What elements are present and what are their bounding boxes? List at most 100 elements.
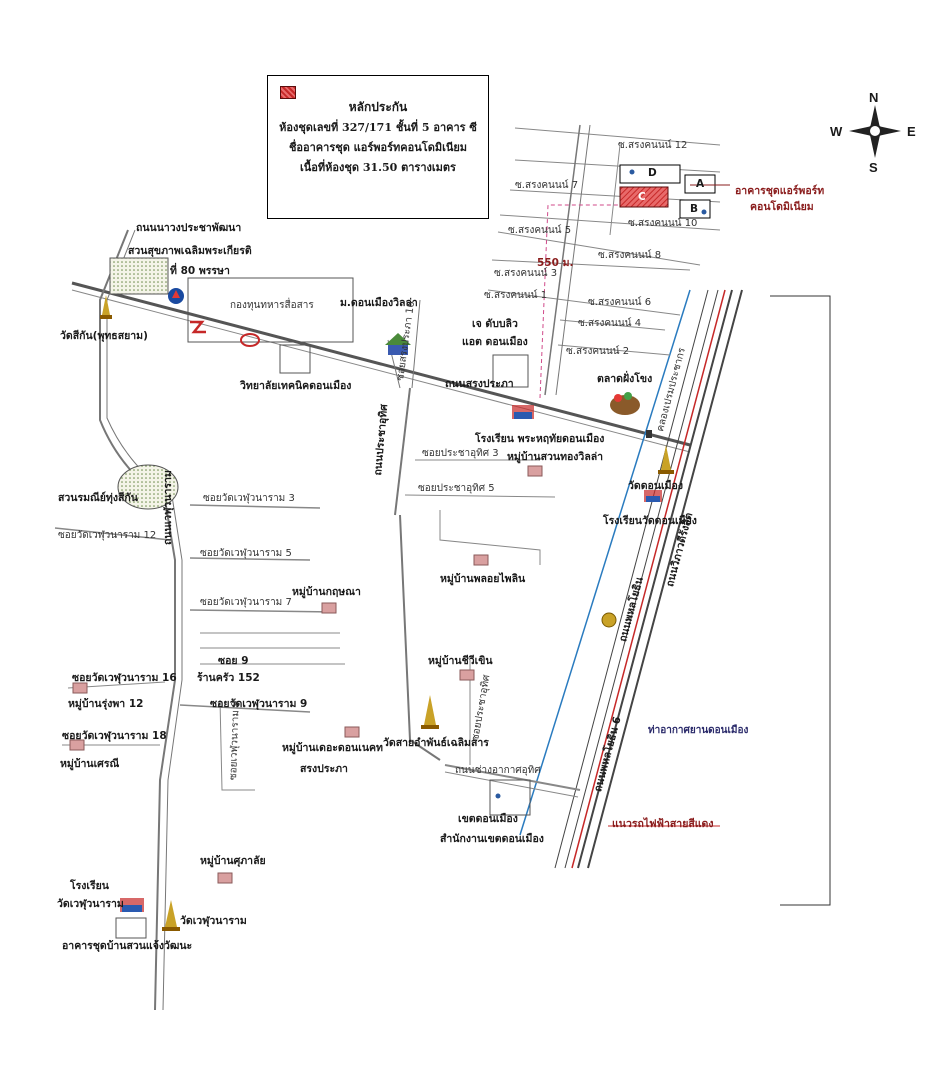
- condo-name-2: คอนโดมิเนียม: [750, 201, 814, 213]
- road-nawa-pracha: ถนนนาวงประชาพัฒนา: [136, 222, 242, 234]
- soi-wat-3: ซอยวัดเวฬุวนาราม 3: [203, 493, 295, 504]
- legend-title: หลักประกัน: [348, 100, 408, 114]
- moo-kritsana: หมู่บ้านกฤษณา: [292, 586, 361, 598]
- tech-college: วิทยาลัยเทคนิคดอนเมือง: [240, 380, 352, 392]
- khet: เขตดอนเมือง: [458, 813, 518, 825]
- village-icon: [72, 682, 88, 694]
- m-donmueang-villa: ม.ดอนเมืองวิลล่า: [340, 297, 418, 309]
- temple-icon: [162, 900, 180, 931]
- soi-wat-18: ซอยวัดเวฬุวนาราม 18: [62, 730, 167, 742]
- soi-10: ซ.สรงคนนน์ 10: [628, 218, 698, 229]
- compass-east: E: [907, 124, 916, 139]
- soi-4: ซ.สรงคนนน์ 4: [578, 318, 642, 329]
- legend-line-2: ชื่ออาคารชุด แอร์พอร์ทคอนโดมิเนียม: [288, 141, 468, 154]
- legend-box: หลักประกัน ห้องชุดเลขที่ 327/171 ชั้นที่…: [267, 75, 489, 219]
- soi-7: ซ.สรงคนนน์ 7: [515, 180, 579, 191]
- moo-chiwin: หมู่บ้านชีวีเขิน: [428, 655, 493, 667]
- road-pracha-uthit: [394, 387, 411, 516]
- market-icon: [610, 392, 640, 415]
- soi-pracha-5: ซอยประชาอุทิศ 5: [418, 483, 495, 494]
- red-rail-line: [571, 289, 726, 869]
- talad: ตลาดฝั่งโขง: [597, 373, 653, 385]
- soi-12: ซ.สรงคนนน์ 12: [618, 140, 688, 151]
- distance-label: 550 ม.: [537, 257, 574, 269]
- wat-welu: วัดเวฬุวนาราม: [180, 915, 247, 927]
- soi-wat-16: ซอยวัดเวฬุวนาราม 16: [72, 672, 177, 684]
- temple-icon: [100, 295, 112, 319]
- legend-line-1: ห้องชุดเลขที่ 327/171 ชั้นที่ 5 อาคาร ซี: [279, 121, 477, 134]
- wat-sai-amphan: วัดสายอำพันธ์เฉลิมสาร: [383, 737, 489, 749]
- road-west-curve: [99, 229, 176, 1011]
- canal-line: [519, 289, 691, 836]
- village-icon: [217, 872, 233, 884]
- airport-boundary: [770, 295, 831, 906]
- building-b: B: [690, 203, 699, 215]
- moo-pholoyphin: หมู่บ้านพลอยไพลิน: [440, 573, 526, 585]
- jj-town: เจ ดับบลิว: [472, 318, 518, 330]
- soi-1: ซ.สรงคนนน์ 1: [484, 290, 548, 301]
- school-icon: [512, 405, 534, 419]
- temple-icon: [421, 695, 439, 729]
- red-line-label: แนวรถไฟฟ้าสายสีแดง: [612, 818, 714, 830]
- moo-sutha: หมู่บ้านรุ่งพา 12: [68, 698, 144, 710]
- road-sikan: ถนนเวฬุวนาราม: [162, 470, 174, 545]
- soi-5: ซ.สรงคนนน์ 5: [508, 225, 572, 236]
- airport-dm: ท่าอากาศยานดอนเมือง: [648, 725, 749, 736]
- moo-suphalai: หมู่บ้านศุภาลัย: [200, 855, 266, 867]
- village-icon: [69, 739, 85, 751]
- condo-name-1: อาคารชุดแอร์พอร์ท: [735, 185, 825, 197]
- ti-80: ที่ 80 พรรษา: [170, 265, 230, 277]
- village-icon: [344, 726, 360, 738]
- compass-south: S: [869, 160, 878, 175]
- school-2: วัดเวฬุวนาราม: [57, 898, 124, 910]
- soi-wat-5: ซอยวัดเวฬุวนาราม 5: [200, 548, 292, 559]
- suan-sukhaphap: สวนสุขภาพเฉลิมพระเกียรติ: [128, 245, 252, 257]
- moo-suanthong: หมู่บ้านสวนทองวิลล่า: [507, 451, 604, 463]
- army-fund: กองทุนทหารสื่อสาร: [230, 300, 314, 311]
- legend-line-3: เนื้อที่ห้องชุด 31.50 ตารางเมตร: [300, 161, 456, 174]
- road-vibhavadi: [587, 289, 743, 869]
- soi-wat-7: ซอยวัดเวฬุวนาราม 7: [200, 597, 292, 608]
- songprapa-label: สรงประภา: [300, 763, 348, 775]
- ran-khrua: ร้านครัว 152: [197, 672, 260, 684]
- toyota-icon: [240, 333, 260, 347]
- school-icon: [644, 490, 662, 502]
- collateral-swatch-icon: [280, 86, 296, 99]
- suzuki-icon: [190, 320, 206, 334]
- route-dashed: [539, 204, 620, 399]
- compass-north: N: [869, 90, 879, 105]
- road-changwattana: ถนนช่างอากาศอุทิศ: [455, 765, 541, 776]
- village-icon: [459, 669, 475, 681]
- at-donmueang: แอต ดอนเมือง: [462, 336, 528, 348]
- airport-logo-icon: [601, 612, 617, 628]
- ptt-icon: [168, 288, 184, 304]
- wat-donmueang: วัดดอนเมือง: [628, 480, 683, 492]
- school-icon: [120, 898, 144, 912]
- school-1: โรงเรียน: [70, 880, 109, 892]
- soi-pracha-3: ซอยประชาอุทิศ 3: [422, 448, 499, 459]
- soi-8: ซ.สรงคนนน์ 8: [598, 250, 662, 261]
- soi-6: ซ.สรงคนนน์ 6: [588, 297, 652, 308]
- moo-sri: หมู่บ้านเศรณี: [60, 758, 120, 770]
- condo-suan: อาคารชุดบ้านสวนแจ้งวัฒนะ: [62, 940, 193, 952]
- soi-9: ซอย 9: [218, 655, 249, 667]
- moo-donmueang-nakhon: หมู่บ้านเดอะดอนเนคท: [282, 742, 383, 754]
- building-d: D: [648, 167, 657, 179]
- road-songprapa: [71, 281, 691, 447]
- compass-rose-icon: [849, 105, 901, 158]
- compass-west: W: [830, 124, 843, 139]
- village-icon: [527, 465, 543, 477]
- soi-wat-9: ซอยวัดเวฬุวนาราม 9: [210, 698, 308, 710]
- house-icon: [385, 333, 411, 355]
- village-icon: [473, 554, 489, 566]
- school-wat-donmueang: โรงเรียนวัดดอนเมือง: [603, 515, 697, 527]
- village-icon: [321, 602, 337, 614]
- soi-wat-12: ซอยวัดเวฬุวนาราม 12: [58, 530, 157, 541]
- temple-icon: [658, 445, 674, 474]
- road-songprapa: ถนนสรงประภา: [445, 378, 514, 390]
- wat-sikan: วัดสีกัน(พุทธสยาม): [60, 330, 148, 342]
- school-phrahruthai: โรงเรียน พระหฤทัยดอนเมือง: [475, 433, 605, 445]
- soi-2: ซ.สรงคนนน์ 2: [566, 346, 630, 357]
